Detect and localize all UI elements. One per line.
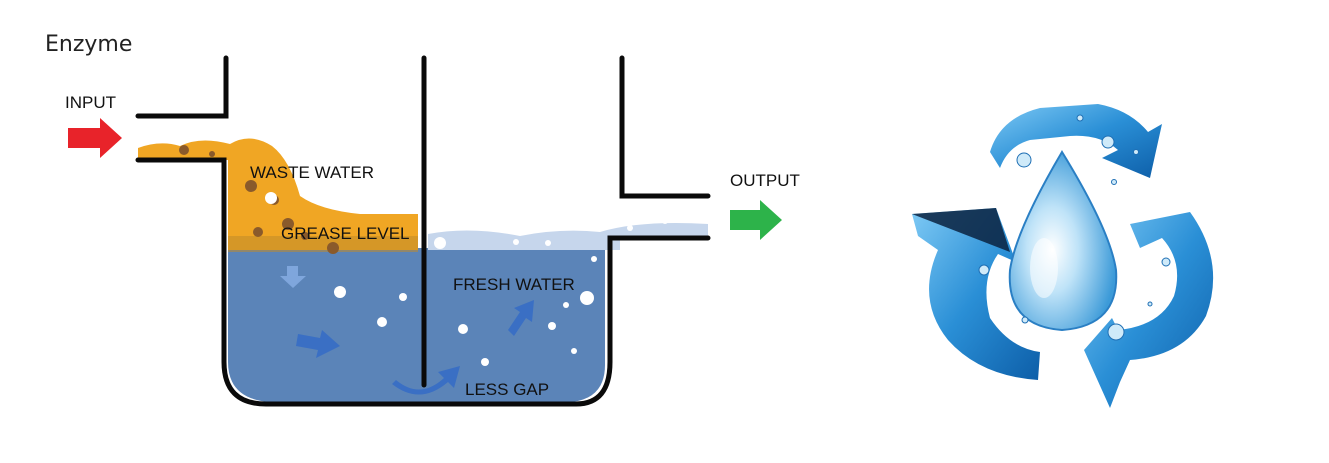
tank-walls (135, 55, 711, 407)
fresh-water-body (228, 230, 708, 402)
recycle-water-drop-icon (912, 104, 1214, 408)
grease-level-band (228, 236, 418, 252)
input-arrow-icon (68, 118, 122, 158)
less-gap-label: LESS GAP (465, 380, 549, 399)
grease-level-label: GREASE LEVEL (281, 224, 410, 243)
water-surface (428, 223, 708, 250)
fresh-water-label: FRESH WATER (453, 275, 575, 294)
waste-water-label: WASTE WATER (250, 163, 374, 182)
grease-layer (138, 138, 418, 250)
page-title: Enzyme (45, 32, 133, 57)
output-label: OUTPUT (730, 171, 800, 190)
bubbles (265, 192, 692, 366)
flow-arrows (280, 266, 534, 395)
input-label: INPUT (65, 93, 116, 112)
output-arrow-icon (730, 200, 782, 240)
